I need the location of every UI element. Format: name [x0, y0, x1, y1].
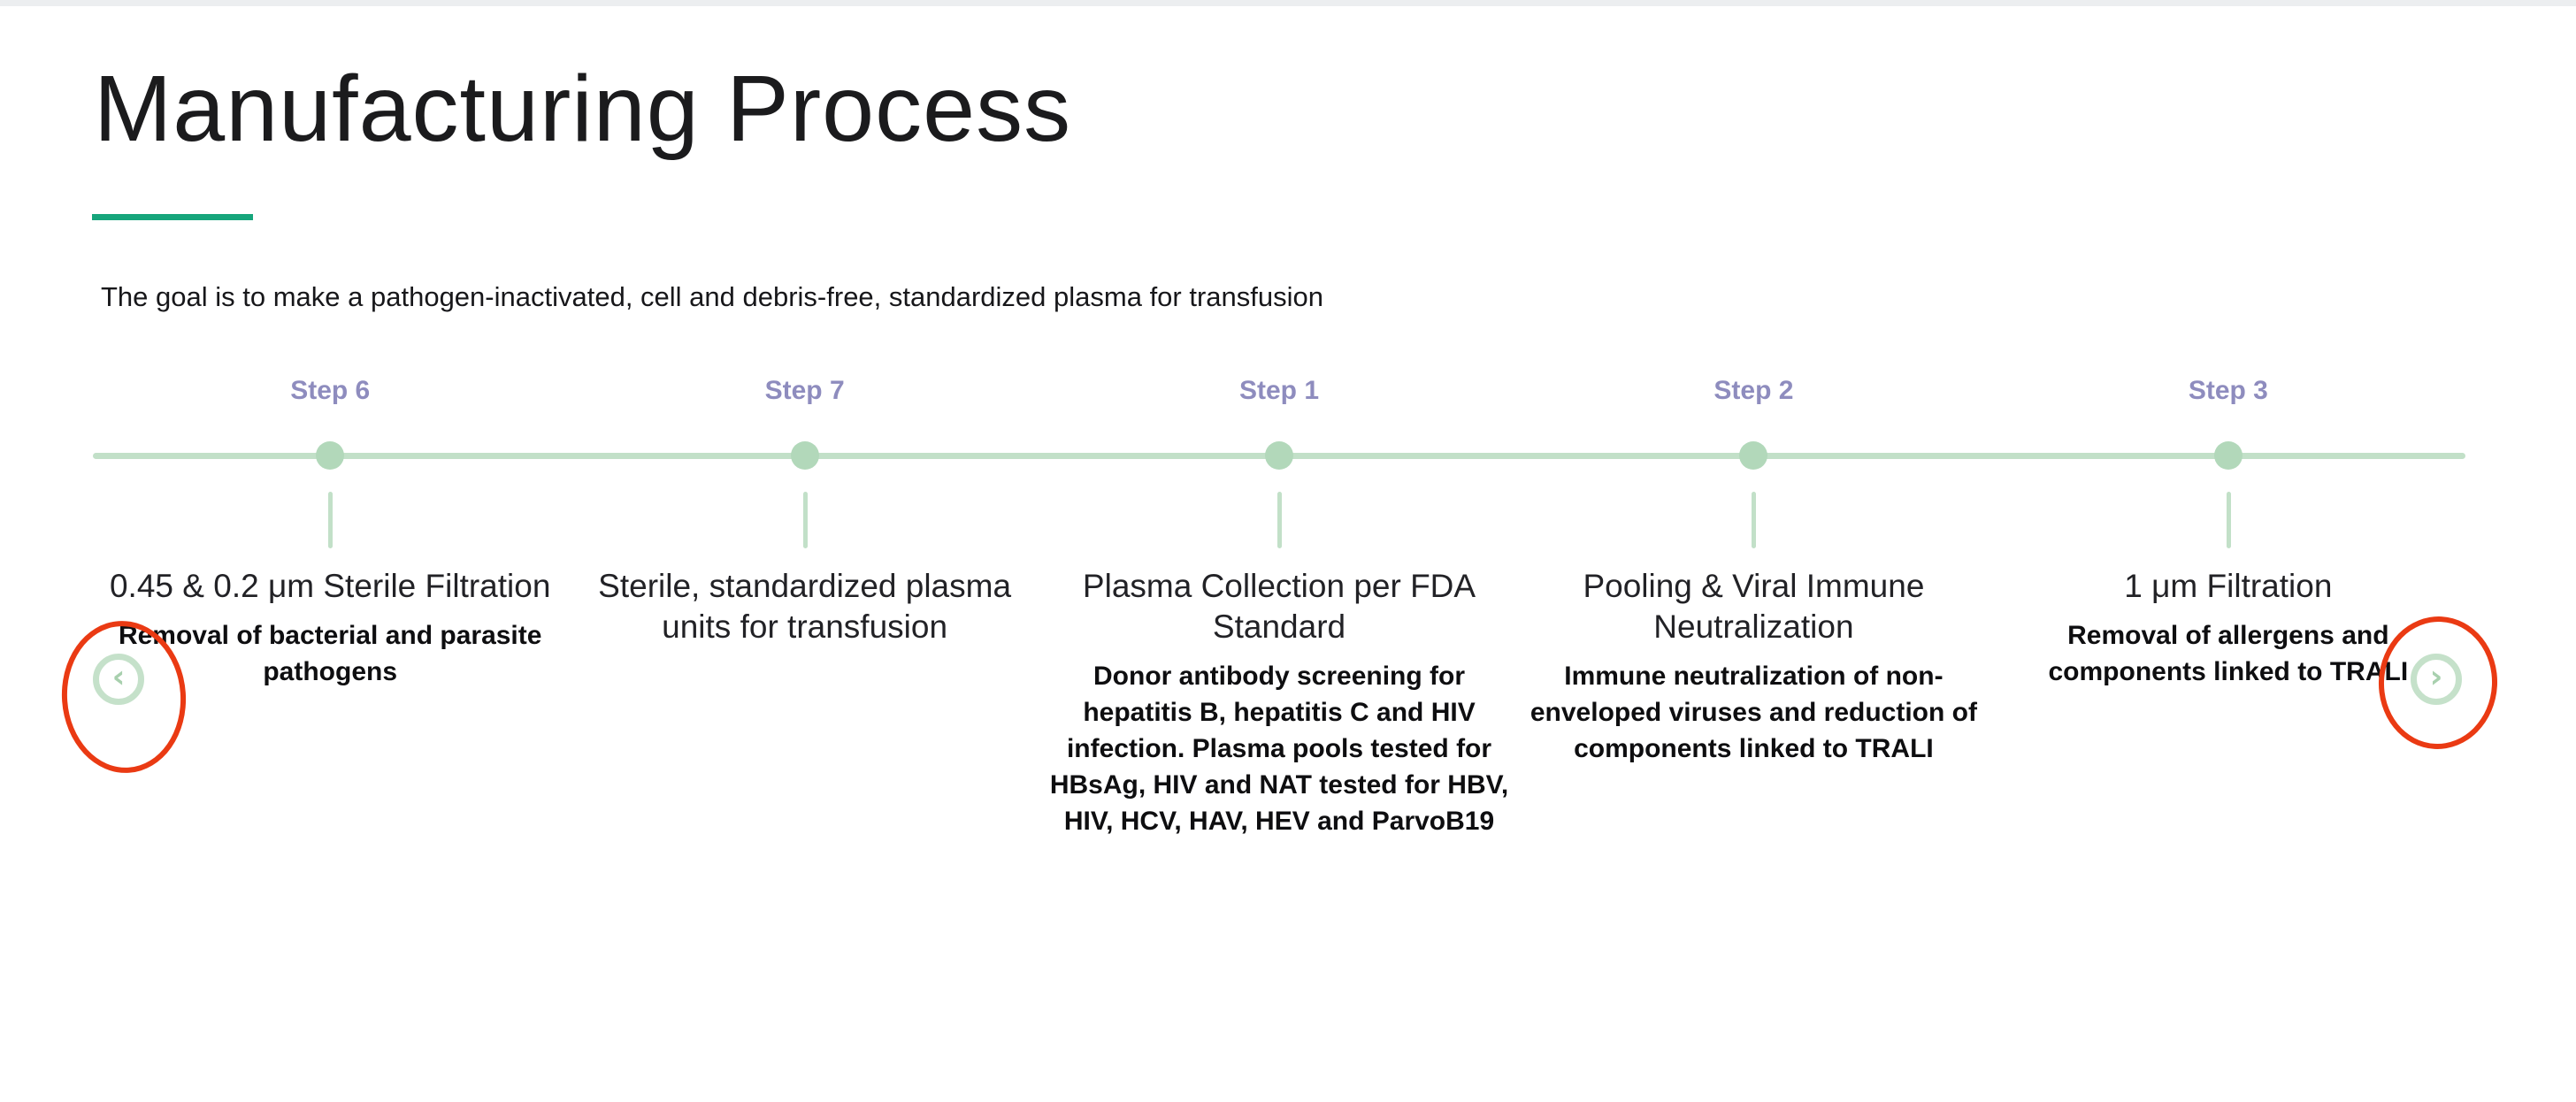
step-description: Donor antibody screening for hepatitis B…: [1049, 662, 1509, 836]
timeline-step-3: Step 3 1 μm Filtration Removal of allerg…: [1991, 371, 2465, 902]
timeline-connector: [1277, 492, 1283, 548]
step-description: Removal of bacterial and parasite pathog…: [118, 621, 542, 686]
timeline-step-7: Step 7 Sterile, standardized plasma unit…: [567, 371, 1041, 902]
chevron-left-icon: ‹: [111, 659, 126, 695]
step-title: Sterile, standardized plasma units for t…: [598, 568, 1012, 645]
step-text-block: Sterile, standardized plasma units for t…: [567, 566, 1041, 647]
step-label: Step 6: [290, 376, 371, 405]
step-title: Plasma Collection per FDA Standard: [1082, 568, 1476, 645]
step-text-block: 1 μm Filtration Removal of allergens and…: [1991, 566, 2465, 690]
step-label: Step 1: [1239, 376, 1320, 405]
timeline-step-2: Step 2 Pooling & Viral Immune Neutraliza…: [1516, 371, 1990, 902]
step-title: 1 μm Filtration: [2124, 568, 2333, 604]
timeline-dot: [790, 441, 819, 470]
timeline-step-6: Step 6 0.45 & 0.2 μm Sterile Filtration …: [93, 371, 567, 902]
timeline-dot: [1265, 441, 1294, 470]
carousel-next-button[interactable]: ›: [2411, 654, 2462, 705]
step-description: Removal of allergens and components link…: [2048, 621, 2409, 686]
step-description: Immune neutralization of non-enveloped v…: [1530, 662, 1977, 763]
carousel-prev-button[interactable]: ‹: [93, 654, 144, 705]
page-subtitle: The goal is to make a pathogen-inactivat…: [101, 281, 1323, 312]
step-label: Step 2: [1714, 376, 1794, 405]
timeline-steps-row: Step 6 0.45 & 0.2 μm Sterile Filtration …: [93, 371, 2465, 902]
timeline-step-1: Step 1 Plasma Collection per FDA Standar…: [1042, 371, 1516, 902]
timeline-connector: [328, 492, 334, 548]
step-text-block: Pooling & Viral Immune Neutralization Im…: [1516, 566, 1990, 767]
timeline-dot: [316, 441, 345, 470]
timeline-dot: [1739, 441, 1768, 470]
step-label: Step 7: [764, 376, 845, 405]
step-label: Step 3: [2188, 376, 2268, 405]
step-title: Pooling & Viral Immune Neutralization: [1583, 568, 1925, 645]
top-divider: [0, 0, 2576, 6]
step-title: 0.45 & 0.2 μm Sterile Filtration: [109, 568, 551, 604]
chevron-right-icon: ›: [2429, 659, 2443, 695]
timeline-connector: [802, 492, 808, 548]
title-accent-rule: [92, 214, 253, 220]
timeline-connector: [1752, 492, 1757, 548]
step-text-block: Plasma Collection per FDA Standard Donor…: [1042, 566, 1516, 839]
process-timeline-carousel: Step 6 0.45 & 0.2 μm Sterile Filtration …: [93, 371, 2465, 920]
page-title: Manufacturing Process: [94, 57, 1072, 161]
timeline-dot: [2213, 441, 2242, 470]
step-text-block: 0.45 & 0.2 μm Sterile Filtration Removal…: [93, 566, 567, 690]
timeline-connector: [2226, 492, 2231, 548]
